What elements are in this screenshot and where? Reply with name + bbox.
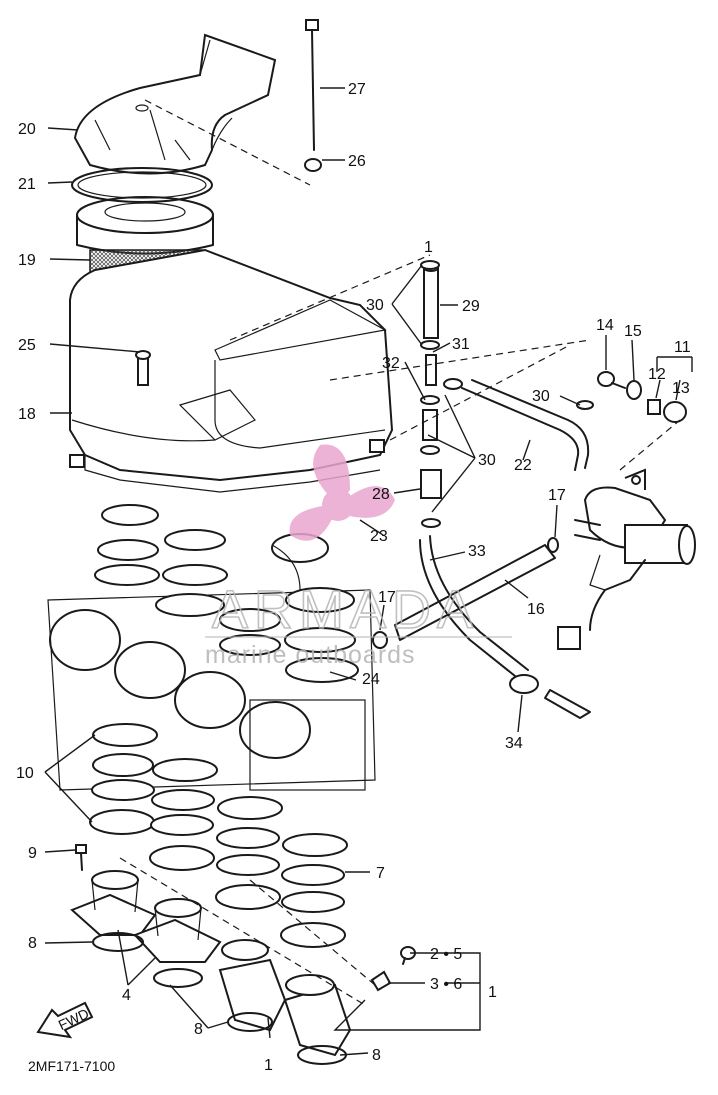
plug-12 [647, 399, 661, 415]
air-cut-valve [557, 468, 696, 650]
air-filter-cover [73, 33, 277, 175]
callout-2-5: 2 • 5 [430, 946, 462, 963]
callout-1-bottom: 1 [264, 1057, 273, 1074]
watermark-tagline: marine outboards [205, 641, 416, 669]
drawing-code: 2MF171-7100 [28, 1058, 115, 1074]
propeller-icon [289, 444, 395, 541]
callout-23: 23 [370, 528, 388, 545]
fwd-label: FWD [56, 1005, 92, 1033]
leader-lines [44, 87, 693, 1056]
callout-31: 31 [452, 336, 470, 353]
long-screw [305, 19, 319, 151]
callout-1-set: 1 [488, 984, 497, 1001]
callout-27: 27 [348, 81, 366, 98]
callout-16: 16 [527, 601, 545, 618]
screw-14 [597, 371, 626, 389]
callout-18: 18 [18, 406, 36, 423]
callout-22: 22 [514, 457, 532, 474]
callout-15: 15 [624, 323, 642, 340]
callout-8-left: 8 [28, 935, 37, 952]
callout-25: 25 [18, 337, 36, 354]
callout-30-top: 30 [366, 297, 384, 314]
watermark: ARMADA marine outboards [205, 444, 512, 669]
callout-33: 33 [468, 543, 486, 560]
callout-9: 9 [28, 845, 37, 862]
callout-14: 14 [596, 317, 614, 334]
air-filter-case [69, 248, 394, 493]
callout-8-right: 8 [372, 1047, 381, 1064]
callout-24: 24 [362, 671, 380, 688]
callout-7: 7 [376, 865, 385, 882]
callout-30-mid: 30 [478, 452, 496, 469]
callout-3-6: 3 • 6 [430, 976, 462, 993]
manifold-bolt [75, 844, 87, 871]
front-direction-arrow: FWD [36, 1001, 94, 1039]
carburetor-joint-clamps [89, 723, 348, 948]
callout-34: 34 [505, 735, 523, 752]
callout-26: 26 [348, 153, 366, 170]
washer-15 [626, 380, 642, 400]
callout-12: 12 [648, 366, 666, 383]
watermark-brand: ARMADA [212, 580, 479, 640]
callout-32: 32 [382, 355, 400, 372]
callout-11: 11 [674, 339, 691, 356]
clip-17 [372, 537, 559, 649]
intake-manifolds [70, 870, 352, 1065]
callout-17-right: 17 [548, 487, 566, 504]
callout-29: 29 [462, 298, 480, 315]
callout-labels: 27 26 20 21 19 25 18 1 30 29 31 32 30 30… [16, 81, 691, 1074]
callout-19: 19 [18, 252, 36, 269]
callout-8-mid: 8 [194, 1021, 203, 1038]
callout-13: 13 [672, 380, 690, 397]
intake-joint-24 [94, 504, 359, 683]
callout-10: 10 [16, 765, 34, 782]
plug-13 [663, 401, 687, 423]
callout-21: 21 [18, 176, 36, 193]
callout-17-left: 17 [378, 589, 396, 606]
callout-4: 4 [122, 987, 131, 1004]
carburetor-bank [47, 589, 376, 791]
callout-1-top: 1 [424, 239, 433, 256]
breather-hoses [394, 260, 594, 719]
callout-20: 20 [18, 121, 36, 138]
washer-nut [304, 158, 322, 172]
callout-30-right: 30 [532, 388, 550, 405]
callout-28: 28 [372, 486, 390, 503]
assembly-lines [119, 99, 681, 1006]
